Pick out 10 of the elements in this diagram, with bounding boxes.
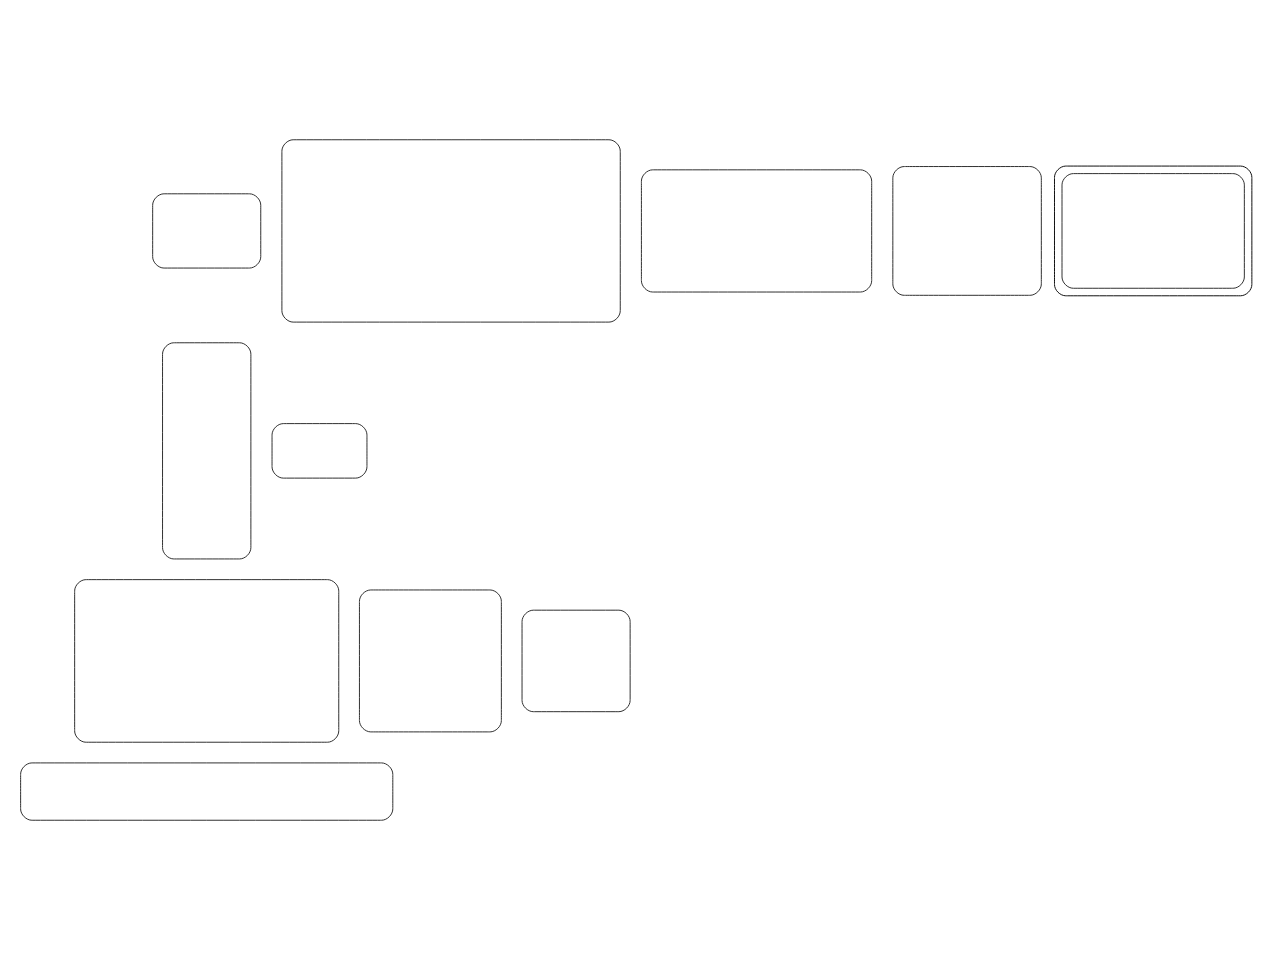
- node-box: [281, 139, 621, 323]
- node-box: [271, 423, 368, 479]
- node-box: [20, 762, 394, 821]
- node-box: [162, 342, 252, 560]
- node-box: [74, 579, 340, 743]
- node-box: [358, 589, 502, 733]
- node-box: [152, 193, 262, 269]
- node-box: [640, 169, 873, 293]
- node-box: [521, 609, 631, 713]
- node-box: [892, 166, 1042, 296]
